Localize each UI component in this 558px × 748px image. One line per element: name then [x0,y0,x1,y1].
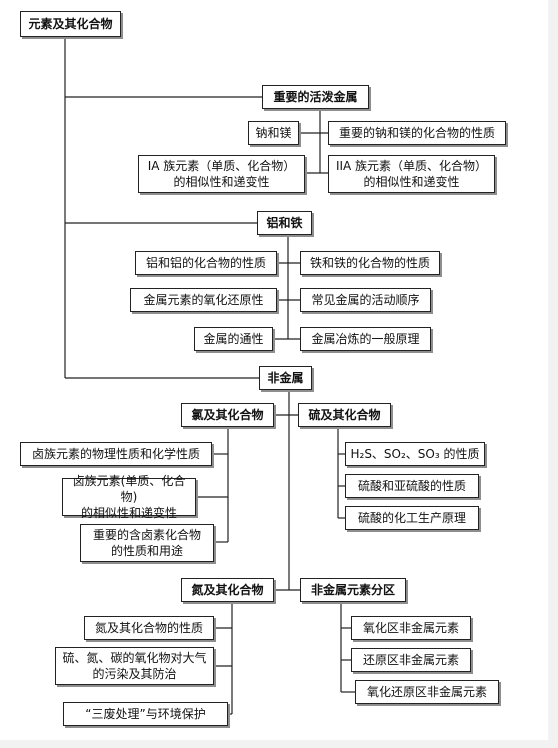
metal-redox-node: 金属元素的氧化还原性 [130,288,277,312]
nonmetals-node: 非金属 [259,366,312,390]
metal-smelting-node: 金属冶炼的一般原理 [300,327,431,351]
sulfur-item-acids: 硫酸和亚硫酸的性质 [345,474,479,498]
na-mg-node: 钠和镁 [248,121,299,145]
al-fe-node: 铝和铁 [257,211,312,235]
al-compounds-node: 铝和铝的化合物的性质 [135,251,277,275]
nitrogen-item-pollution: 硫、氮、碳的氧化物对大气 的污染及其防治 [55,647,214,685]
sulfur-item-oxides: H₂S、SO₂、SO₃ 的性质 [345,442,485,466]
nonmetal-zones-node: 非金属元素分区 [300,578,406,602]
group-iia-node: IIA 族元素（单质、化合物） 的相似性和递变性 [328,155,495,193]
metal-activity-node: 常见金属的活动顺序 [300,288,431,312]
halogen-item-compounds: 重要的含卤素化合物 的性质和用途 [80,524,214,562]
sulfur-item-production: 硫酸的化工生产原理 [345,506,479,530]
fe-compounds-node: 铁和铁的化合物的性质 [300,251,440,275]
nitrogen-item-waste: “三废处理”与环境保护 [63,702,228,726]
right-edge-shade [548,0,558,748]
nitrogen-item-properties: 氮及其化合物的性质 [84,616,214,640]
zone-item-reducing: 还原区非金属元素 [351,648,471,672]
bottom-edge-shade [0,740,558,748]
halogen-item-similarity: 卤族元素(单质、化合物) 的相似性和递变性 [62,474,196,520]
zone-item-oxidizing: 氧化区非金属元素 [351,616,471,640]
nitrogen-group-node: 氮及其化合物 [181,578,274,602]
root-node: 元素及其化合物 [20,11,121,37]
metal-generality-node: 金属的通性 [194,327,273,351]
halogen-item-physical: 卤族元素的物理性质和化学性质 [20,442,212,466]
group-ia-node: IA 族元素（单质、化合物） 的相似性和递变性 [138,155,305,193]
zone-item-redox: 氧化还原区非金属元素 [355,680,499,704]
na-mg-compounds-node: 重要的钠和镁的化合物的性质 [328,121,506,145]
sulfur-group-node: 硫及其化合物 [298,403,391,427]
active-metals-node: 重要的活泼金属 [262,85,369,109]
halogen-group-node: 氯及其化合物 [181,403,274,427]
